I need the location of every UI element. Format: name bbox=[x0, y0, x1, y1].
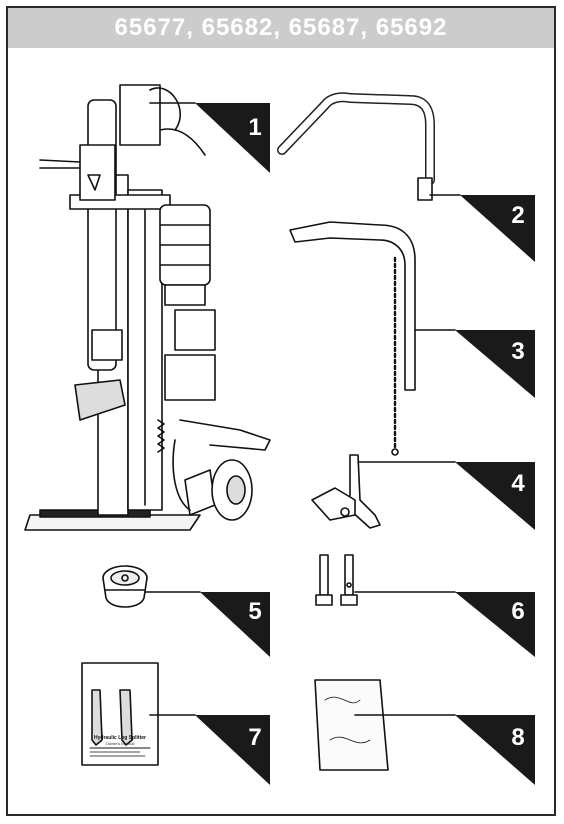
foot-pedal-drawing bbox=[311, 454, 381, 529]
model-number-header: 65677, 65682, 65687, 65692 bbox=[8, 8, 554, 48]
callout-number-3: 3 bbox=[511, 338, 525, 365]
manual-cover-title: Hydraulic Log Splitter bbox=[94, 735, 146, 741]
pins-drawing bbox=[315, 554, 358, 606]
cap-drawing bbox=[102, 565, 148, 608]
manual-drawing bbox=[81, 662, 159, 766]
callout-triangles bbox=[195, 103, 535, 785]
table-drawing bbox=[289, 221, 416, 456]
callout-number-5: 5 bbox=[248, 598, 262, 625]
callout-number-2: 2 bbox=[511, 202, 525, 229]
callout-8-triangle bbox=[455, 715, 535, 785]
model-numbers: 65677, 65682, 65687, 65692 bbox=[114, 14, 448, 41]
callout-number-6: 6 bbox=[511, 598, 525, 625]
callout-2-triangle bbox=[460, 195, 535, 262]
callout-number-4: 4 bbox=[511, 470, 525, 497]
callout-3-triangle bbox=[455, 330, 535, 398]
callout-number-7: 7 bbox=[248, 724, 262, 751]
callout-number-8: 8 bbox=[511, 724, 525, 751]
callout-1-triangle bbox=[195, 103, 270, 173]
manual-cover-subtitle: Owner's Manual bbox=[105, 741, 135, 746]
callout-6-triangle bbox=[455, 592, 535, 657]
callout-7-triangle bbox=[195, 715, 270, 785]
callout-number-1: 1 bbox=[248, 114, 262, 141]
callout-4-triangle bbox=[455, 462, 535, 530]
hardware-bag-drawing bbox=[314, 679, 389, 771]
log-splitter-drawing bbox=[24, 84, 271, 531]
handle-drawing bbox=[277, 92, 435, 201]
callout-5-triangle bbox=[200, 592, 270, 657]
